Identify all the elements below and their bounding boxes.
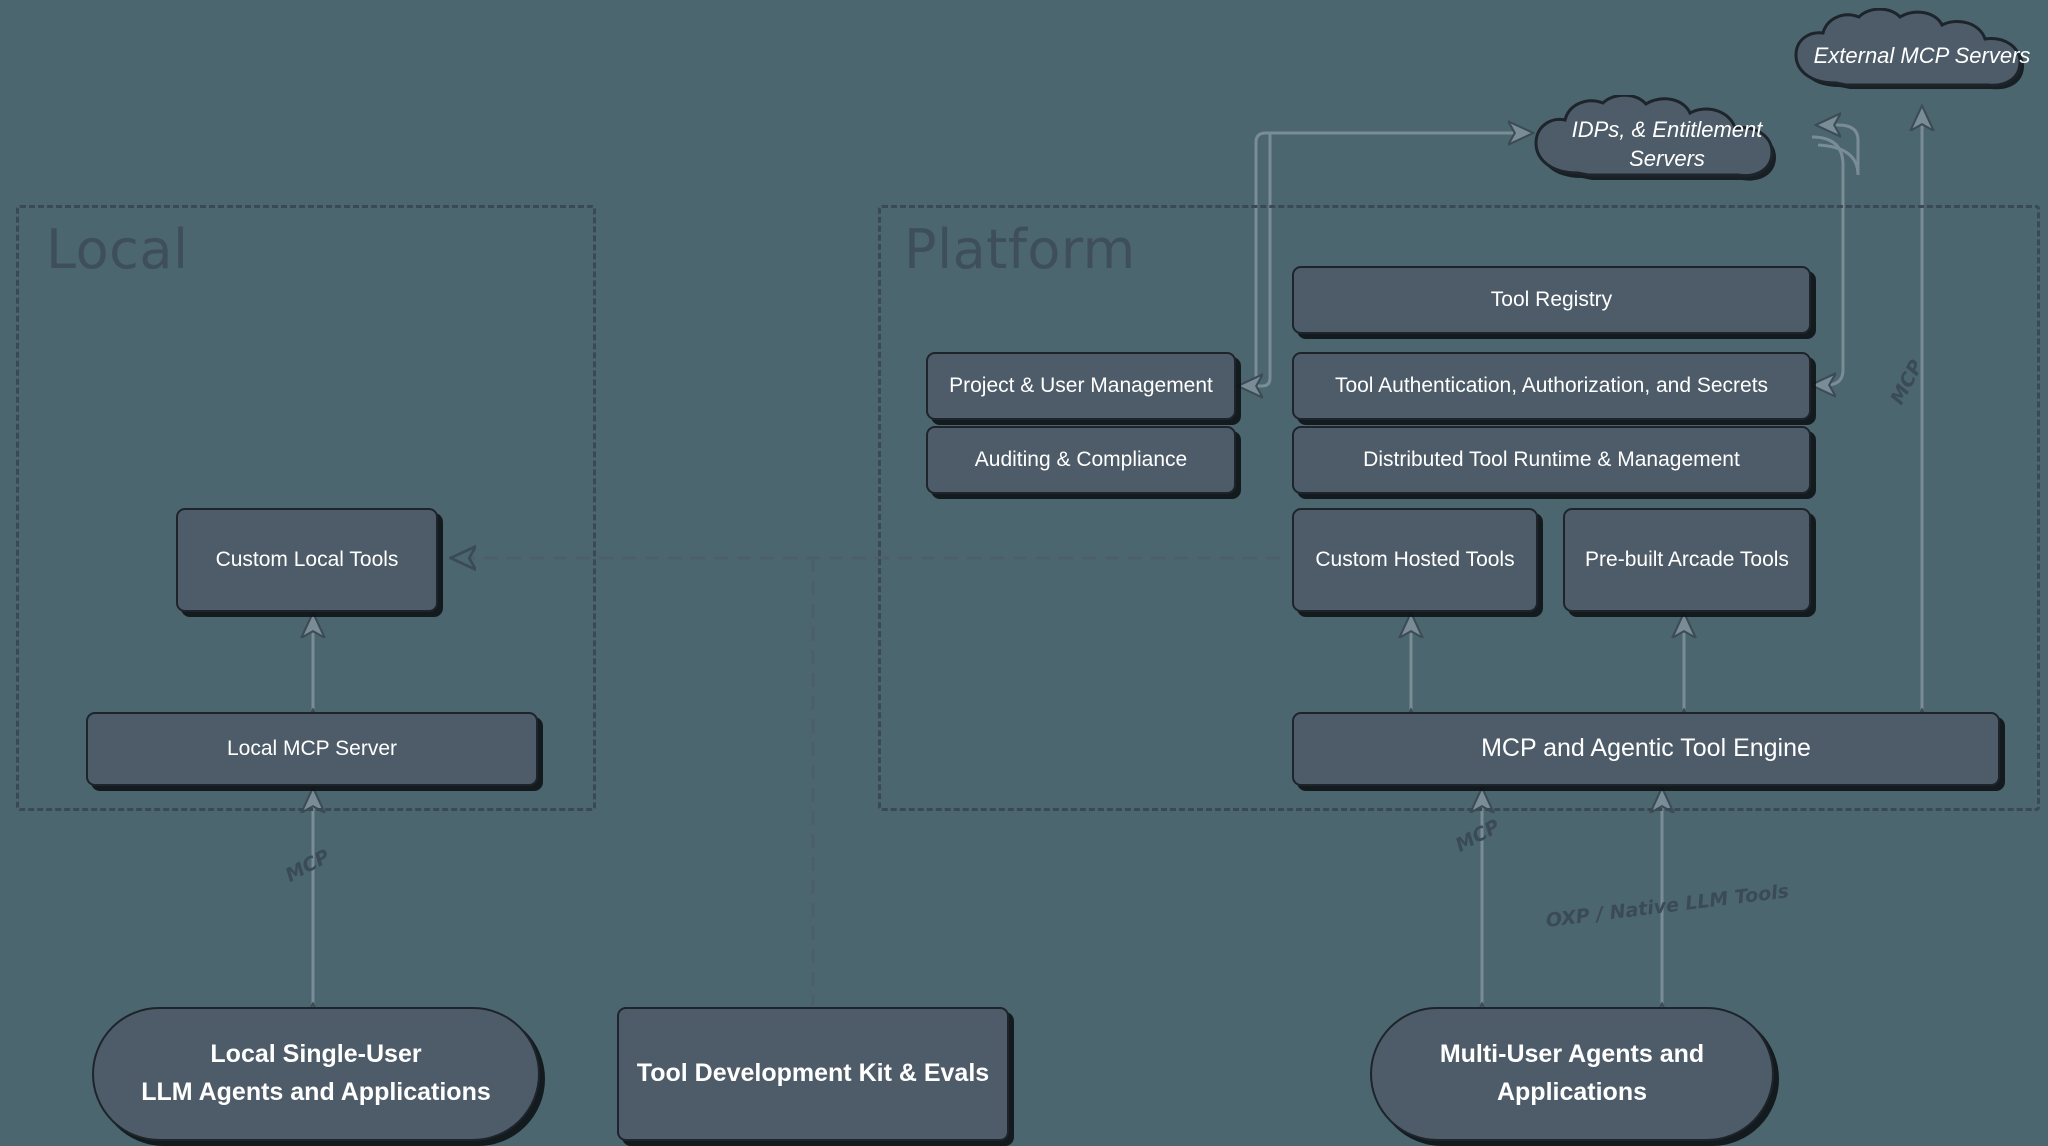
node-custom-local-tools-label: Custom Local Tools	[215, 547, 399, 571]
node-multi-user-agents-line2: Applications	[1496, 1078, 1647, 1106]
edge-label-oxp-native-llm-tools: OXP / Native LLM Tools	[1544, 880, 1791, 932]
group-platform-title: Platform	[904, 218, 1136, 281]
node-tool-development-kit[interactable]: Tool Development Kit & Evals	[617, 1007, 1009, 1141]
group-local	[16, 205, 596, 811]
node-tool-development-kit-label: Tool Development Kit & Evals	[636, 1059, 990, 1088]
group-platform	[878, 205, 2040, 811]
node-tool-authentication[interactable]: Tool Authentication, Authorization, and …	[1292, 352, 1811, 420]
node-multi-user-agents[interactable]: Multi-User Agents and Applications	[1370, 1007, 1774, 1141]
group-local-title: Local	[46, 218, 189, 281]
node-local-agents-line1: Local Single-User	[210, 1040, 422, 1069]
node-custom-hosted-tools[interactable]: Custom Hosted Tools	[1292, 508, 1538, 612]
node-auditing-compliance-label: Auditing & Compliance	[974, 447, 1188, 471]
cloud-external-mcp-servers[interactable]: External MCP Servers	[1782, 8, 2048, 104]
node-distributed-tool-runtime-label: Distributed Tool Runtime & Management	[1363, 447, 1740, 471]
edge-label-local-mcp: MCP	[281, 845, 334, 887]
node-prebuilt-arcade-tools[interactable]: Pre-built Arcade Tools	[1563, 508, 1811, 612]
cloud-idps-entitlement-servers[interactable]: IDPs, & Entitlement Servers	[1522, 95, 1812, 195]
node-local-mcp-server[interactable]: Local MCP Server	[86, 712, 538, 786]
node-mcp-agentic-tool-engine[interactable]: MCP and Agentic Tool Engine	[1292, 712, 2000, 786]
node-mcp-agentic-tool-engine-label: MCP and Agentic Tool Engine	[1481, 734, 1811, 763]
node-custom-hosted-tools-label: Custom Hosted Tools	[1315, 547, 1515, 571]
node-auditing-compliance[interactable]: Auditing & Compliance	[926, 426, 1236, 494]
node-local-mcp-server-label: Local MCP Server	[226, 736, 397, 760]
edge-label-platform-mcp: MCP	[1451, 815, 1504, 857]
node-local-agents[interactable]: Local Single-User LLM Agents and Applica…	[92, 1007, 540, 1141]
cloud-idps-entitlement-servers-label: IDPs, & Entitlement Servers	[1571, 117, 1763, 171]
node-project-user-management[interactable]: Project & User Management	[926, 352, 1236, 420]
node-tool-registry[interactable]: Tool Registry	[1292, 266, 1811, 334]
node-tool-registry-label: Tool Registry	[1490, 287, 1613, 311]
node-custom-local-tools[interactable]: Custom Local Tools	[176, 508, 438, 612]
cloud-external-mcp-servers-label: External MCP Servers	[1813, 42, 2031, 68]
node-distributed-tool-runtime[interactable]: Distributed Tool Runtime & Management	[1292, 426, 1811, 494]
node-local-agents-line2: LLM Agents and Applications	[141, 1078, 491, 1106]
node-project-user-management-label: Project & User Management	[949, 373, 1213, 397]
node-prebuilt-arcade-tools-label: Pre-built Arcade Tools	[1585, 547, 1789, 571]
node-multi-user-agents-line1: Multi-User Agents and	[1439, 1040, 1705, 1069]
node-tool-authentication-label: Tool Authentication, Authorization, and …	[1334, 373, 1769, 397]
